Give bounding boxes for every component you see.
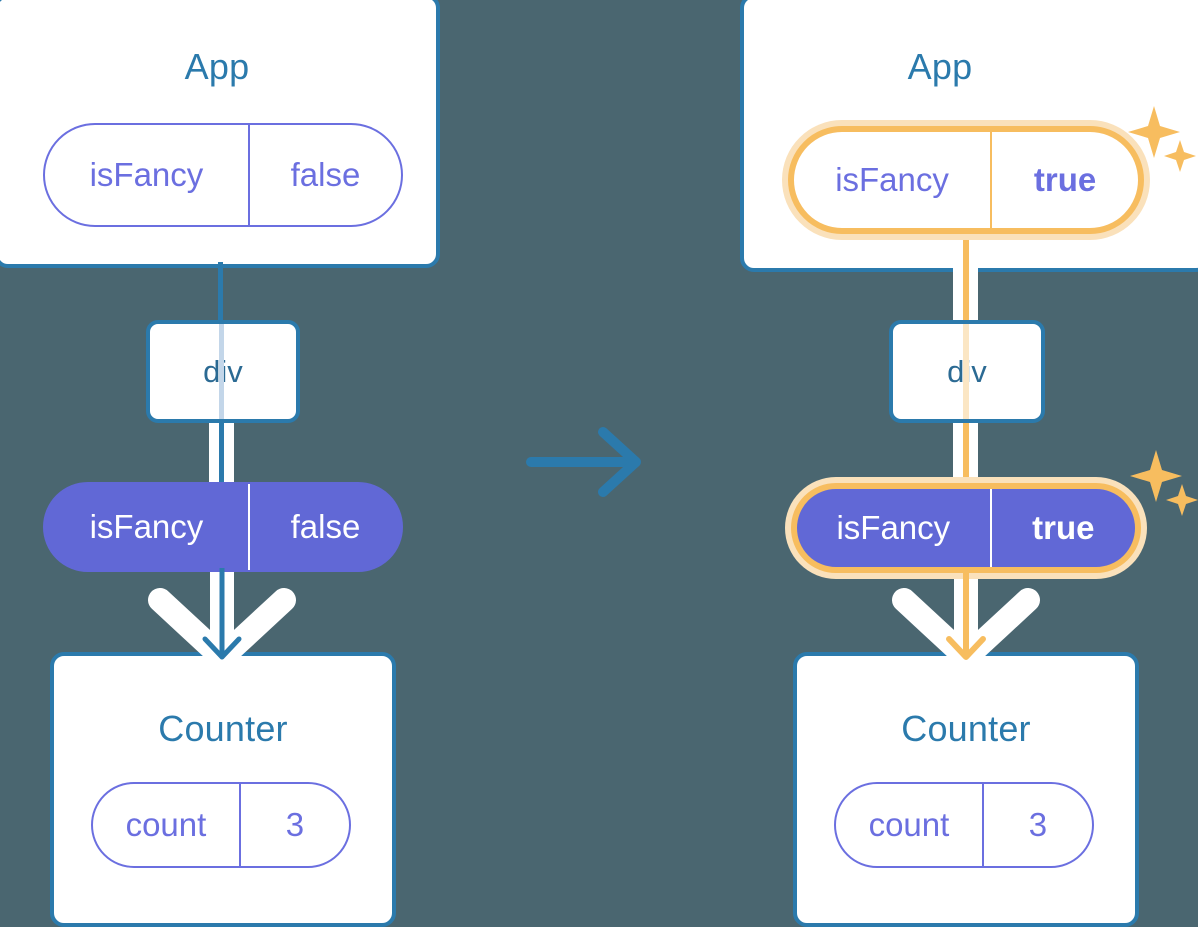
counter-state-pill-before: count 3 <box>91 782 351 868</box>
counter-state-label-after: count <box>868 806 950 843</box>
connector-app-to-div-after <box>963 230 969 326</box>
prop-value-after: true <box>989 489 1135 567</box>
counter-state-value-before: 3 <box>238 784 349 866</box>
connector-inside-div-after <box>963 324 969 419</box>
connector-app-to-div-before <box>218 262 223 324</box>
app-state-value-after: true <box>990 132 1138 228</box>
app-title-before: App <box>184 46 250 87</box>
transition-arrow-right-icon <box>526 427 641 497</box>
app-state-pill-after[interactable]: isFancy true <box>788 126 1144 234</box>
counter-title-before: Counter <box>158 708 288 749</box>
connector-div-to-prop-after <box>963 420 969 490</box>
connector-inside-div-before <box>219 324 224 419</box>
prop-value-before: false <box>247 484 401 570</box>
prop-label-before: isFancy <box>89 508 204 545</box>
app-title-after: App <box>907 46 973 87</box>
app-state-value-before: false <box>247 125 401 225</box>
counter-state-pill-after: count 3 <box>834 782 1094 868</box>
render-arrow-before <box>202 568 242 660</box>
sparkles-icon-prop-after <box>1130 450 1198 516</box>
app-state-label-after: isFancy <box>835 161 949 198</box>
prop-pill-before: isFancy false <box>43 482 403 572</box>
render-arrow-after <box>946 568 986 660</box>
counter-state-value-after: 3 <box>981 784 1092 866</box>
app-state-label-before: isFancy <box>89 156 204 193</box>
app-state-pill-before: isFancy false <box>43 123 403 227</box>
prop-label-after: isFancy <box>836 509 951 546</box>
sparkles-icon-app-after <box>1128 106 1196 172</box>
counter-state-label-before: count <box>125 806 207 843</box>
counter-title-after: Counter <box>901 708 1031 749</box>
prop-pill-after[interactable]: isFancy true <box>791 483 1141 573</box>
connector-div-to-prop-before <box>219 420 224 490</box>
